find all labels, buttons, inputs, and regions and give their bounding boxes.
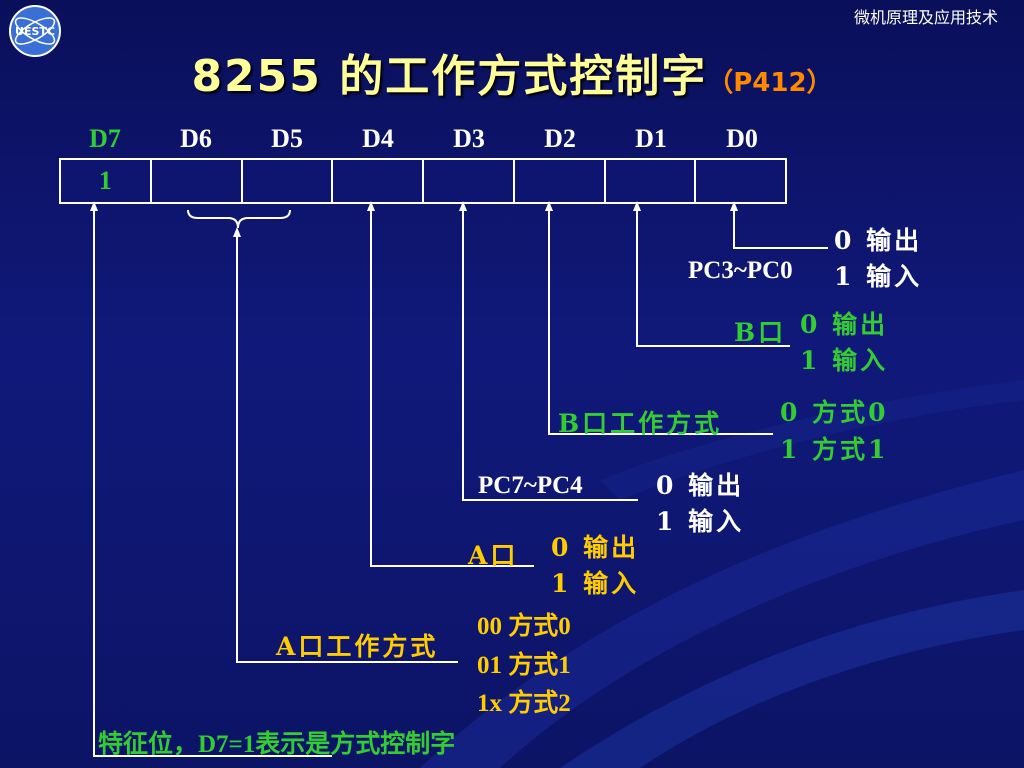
field-d1-label: B口 [734, 318, 787, 347]
field-d1-opt1: 1 输入 [800, 346, 889, 375]
bit-cell-d5 [243, 160, 334, 202]
bit-label-d3: D3 [453, 124, 485, 153]
bit-label-d7: D7 [89, 124, 121, 153]
field-d0-opt0: 0 输出 [834, 226, 923, 255]
bit-label-d6: D6 [180, 124, 212, 153]
university-logo: UESTC [6, 4, 64, 58]
bit-label-d5: D5 [271, 124, 303, 153]
title-main: 8255 的工作方式控制字 [191, 51, 708, 102]
course-title: 微机原理及应用技术 [853, 8, 998, 27]
bit-label-d0: D0 [726, 124, 758, 153]
connector-d1 [633, 201, 790, 347]
control-word-register: 1 [59, 158, 787, 204]
brace-d6-d5 [187, 209, 291, 229]
bit-cell-d1 [606, 160, 697, 202]
bit-label-d1: D1 [635, 124, 667, 153]
field-d4-opt1: 1 输入 [551, 569, 640, 598]
field-d4-label: A口 [468, 541, 519, 570]
logo-text: UESTC [15, 25, 55, 38]
bit-cell-d3 [424, 160, 515, 202]
bit-label-d2: D2 [544, 124, 576, 153]
field-d4-opt0: 0 输出 [551, 533, 640, 562]
field-d3-opt0: 0 输出 [656, 471, 745, 500]
page-title: 8255 的工作方式控制字（P412） [0, 40, 1024, 104]
field-d7-label: 特征位，D7=1表示是方式控制字 [98, 731, 456, 758]
field-d0-label: PC3~PC0 [688, 257, 793, 284]
field-d65-opt01: 01 方式1 [477, 652, 571, 679]
connector-d4 [367, 201, 534, 567]
bit-cell-d4 [333, 160, 424, 202]
field-d1-opt0: 0 输出 [800, 310, 889, 339]
bit-label-d4: D4 [362, 124, 394, 153]
bit-cell-d2 [515, 160, 606, 202]
bit-cell-d6 [152, 160, 243, 202]
connector-d3 [459, 201, 638, 501]
connector-d0 [730, 201, 828, 249]
field-d3-label: PC7~PC4 [478, 472, 583, 499]
field-d0-opt1: 1 输入 [834, 262, 923, 291]
field-d2-label: B口工作方式 [558, 409, 723, 438]
connector-d2 [545, 201, 773, 435]
bit-cell-d7: 1 [61, 160, 152, 202]
field-d65-opt1x: 1x 方式2 [477, 690, 571, 717]
field-d3-opt1: 1 输入 [656, 507, 745, 536]
connector-d65 [233, 227, 458, 663]
title-page-ref: （P412） [707, 68, 833, 98]
field-d2-opt1: 1 方式1 [780, 435, 889, 464]
field-d65-opt00: 00 方式0 [477, 613, 571, 640]
field-d2-opt0: 0 方式0 [780, 398, 889, 427]
field-d65-label: A口工作方式 [276, 632, 439, 661]
connector-d7 [90, 201, 332, 757]
